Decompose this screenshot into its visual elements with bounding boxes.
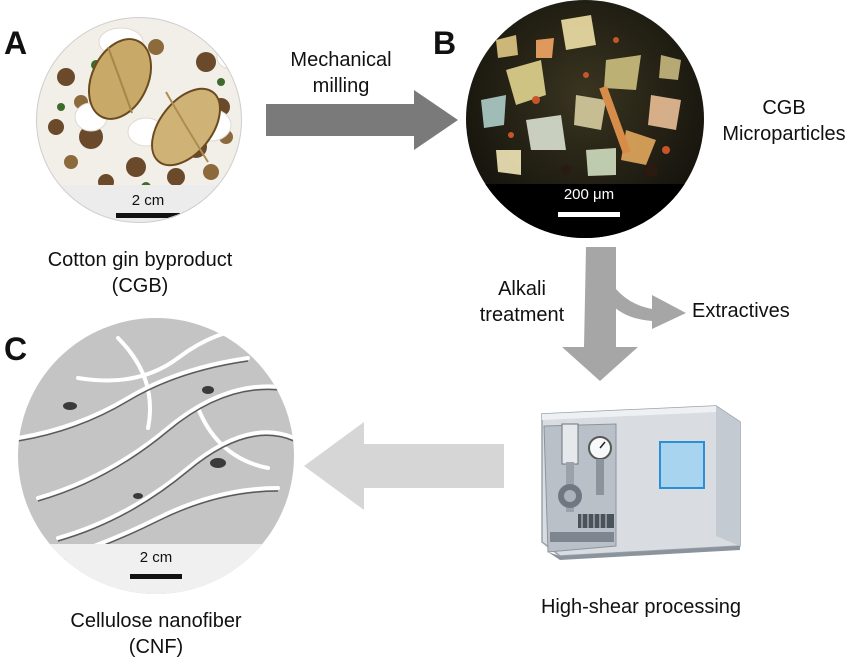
cgb-photo-border xyxy=(36,17,242,223)
caption-cgb-line1: Cotton gin byproduct xyxy=(47,249,233,271)
scale-label-b: 200 μm xyxy=(563,186,615,203)
arrow-alkali xyxy=(560,247,700,387)
label-alkali-line2: treatment xyxy=(479,304,565,326)
caption-cgb: Cotton gin byproduct (CGB) xyxy=(20,247,260,299)
caption-cgb-line2: (CGB) xyxy=(111,275,169,297)
panel-letter-a: A xyxy=(4,25,28,61)
arrow-to-cnf xyxy=(300,418,506,514)
caption-cnf-line2: (CNF) xyxy=(128,636,184,658)
label-alkali-treatment: Alkali treatment xyxy=(462,276,582,328)
high-shear-machine-icon xyxy=(520,396,744,574)
label-extractives: Extractives xyxy=(692,300,790,322)
scale-label-c: 2 cm xyxy=(139,549,173,566)
label-mechanical-milling: Mechanical milling xyxy=(266,47,416,99)
arrow-milling xyxy=(266,90,464,154)
microparticles-photo: 200 μm xyxy=(466,0,704,238)
panel-letter-b: B xyxy=(433,25,457,61)
label-cgb-microparticles: CGB Microparticles xyxy=(714,95,854,147)
label-microparticles-line2: Microparticles xyxy=(722,123,846,145)
panel-letter-c: C xyxy=(4,331,28,367)
label-milling-line2: milling xyxy=(312,75,370,97)
caption-cnf-line1: Cellulose nanofiber xyxy=(70,610,242,632)
cnf-photo: 2 cm xyxy=(18,318,294,594)
caption-cnf: Cellulose nanofiber (CNF) xyxy=(36,608,276,660)
label-microparticles-line1: CGB xyxy=(762,97,806,119)
label-milling-line1: Mechanical xyxy=(290,49,392,71)
label-high-shear: High-shear processing xyxy=(540,596,742,618)
label-alkali-line1: Alkali xyxy=(498,278,546,300)
